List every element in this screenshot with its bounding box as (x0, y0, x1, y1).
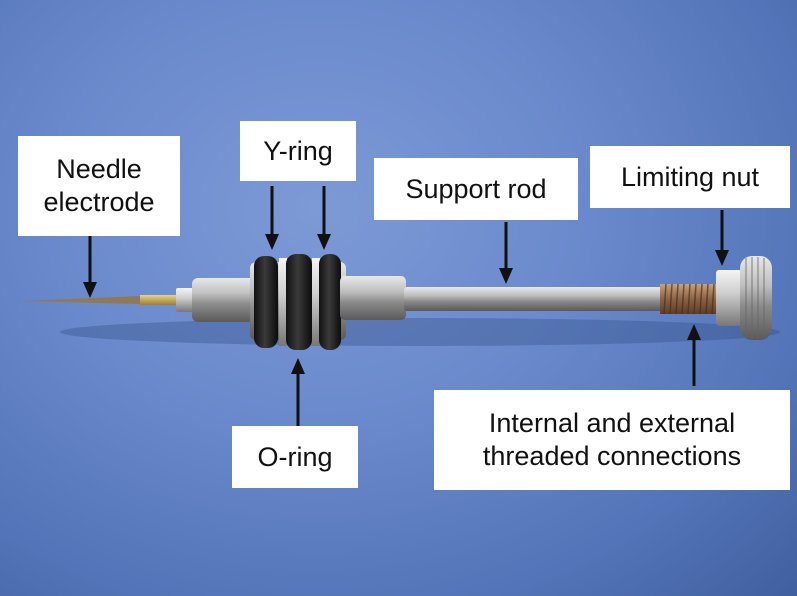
annotation-arrows (83, 186, 729, 428)
arrow-limiting-nut (715, 210, 729, 266)
o-ring-front (254, 256, 278, 348)
label-needle-line2: electrode (43, 187, 155, 217)
threaded-section (660, 283, 722, 315)
arrow-needle (83, 234, 97, 298)
arrow-y-ring-right (317, 186, 331, 250)
label-needle-line1: Needle (56, 154, 142, 184)
support-rod (404, 287, 666, 311)
label-support-rod: Support rod (374, 158, 578, 220)
label-threaded-line2: threaded connections (482, 441, 742, 471)
limiting-nut (716, 256, 772, 340)
label-y-ring: Y-ring (240, 121, 356, 181)
label-threaded-connections: Internal and external threaded connectio… (434, 390, 790, 490)
ring-housing (250, 254, 346, 350)
label-needle-electrode: Needle electrode (18, 136, 180, 236)
y-ring-left (286, 254, 312, 350)
front-body (192, 278, 256, 322)
label-o-ring: O-ring (232, 426, 358, 488)
y-ring-right (319, 254, 341, 350)
device-shadow (60, 318, 780, 346)
arrow-support-rod (499, 222, 513, 284)
label-threaded-line1: Internal and external (488, 408, 736, 438)
needle-electrode (22, 288, 194, 312)
rear-collar (340, 276, 406, 320)
arrow-threaded (687, 324, 701, 386)
label-limiting-nut: Limiting nut (590, 146, 790, 208)
arrow-o-ring (291, 358, 305, 428)
arrow-y-ring-left (265, 186, 279, 250)
